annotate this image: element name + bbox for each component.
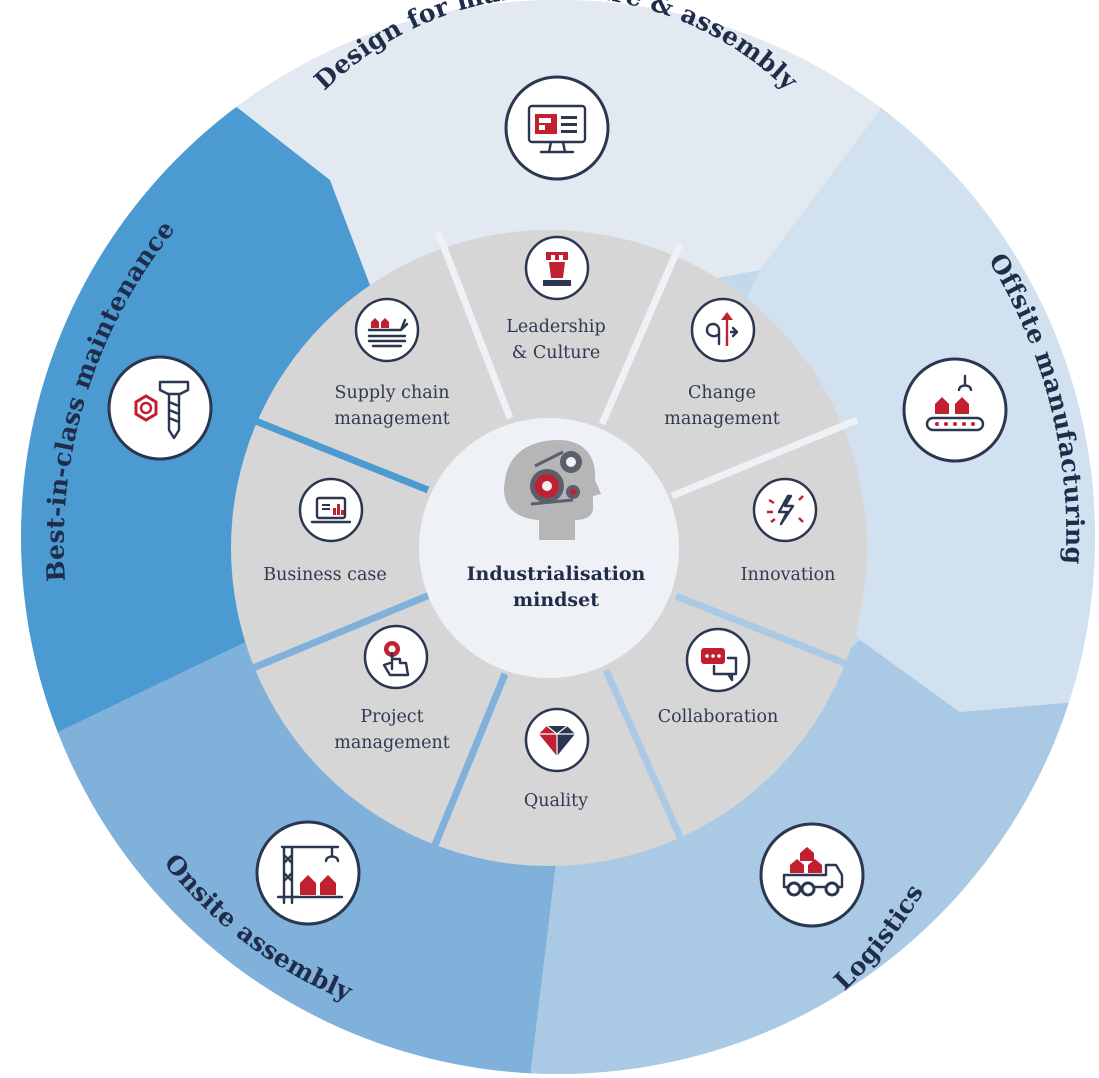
laptop-chart-icon bbox=[298, 477, 364, 543]
chess-rook-icon bbox=[524, 235, 590, 301]
production-line-icon bbox=[902, 357, 1008, 463]
center-title-line1: Industrialisation bbox=[467, 563, 646, 585]
inner-segment-leadership: Leadership & Culture bbox=[506, 235, 606, 363]
pointer-hand-icon bbox=[363, 624, 429, 690]
leadership-label-line1: Leadership bbox=[506, 317, 605, 337]
change-label-line1: Change bbox=[688, 383, 756, 403]
center-circle bbox=[419, 418, 679, 678]
collaboration-label: Collaboration bbox=[658, 707, 779, 727]
inner-ring-dividers bbox=[251, 230, 859, 852]
bolt-nut-icon bbox=[107, 355, 213, 461]
change-label-line2: management bbox=[664, 409, 780, 429]
lightning-icon bbox=[752, 477, 818, 543]
inner-segment-business: Business case bbox=[263, 477, 387, 585]
project-label-line2: management bbox=[334, 733, 450, 753]
inner-segment-change: Change management bbox=[664, 297, 780, 429]
leadership-label-line2: & Culture bbox=[512, 343, 600, 363]
supply-label-line1: Supply chain bbox=[334, 383, 449, 403]
innovation-label: Innovation bbox=[741, 565, 836, 585]
inner-segment-quality: Quality bbox=[524, 707, 590, 811]
quality-label: Quality bbox=[524, 791, 588, 811]
chat-bubbles-icon bbox=[685, 627, 751, 693]
outer-segment-offsite bbox=[700, 110, 1095, 712]
inner-segment-collaboration: Collaboration bbox=[658, 627, 779, 727]
cargo-ship-icon bbox=[354, 297, 420, 363]
inner-segment-supply: Supply chain management bbox=[334, 297, 450, 429]
diamond-icon bbox=[524, 707, 590, 773]
center-title-line2: mindset bbox=[513, 589, 599, 611]
head-gears-icon bbox=[504, 440, 601, 540]
monitor-icon bbox=[504, 75, 610, 181]
project-label-line1: Project bbox=[360, 707, 423, 727]
inner-segment-project: Project management bbox=[334, 624, 450, 753]
business-label: Business case bbox=[263, 565, 386, 585]
inner-segment-innovation: Innovation bbox=[741, 477, 836, 585]
crane-icon bbox=[255, 820, 361, 926]
truck-icon bbox=[759, 822, 865, 928]
supply-label-line2: management bbox=[334, 409, 450, 429]
change-arrows-icon bbox=[690, 297, 756, 363]
